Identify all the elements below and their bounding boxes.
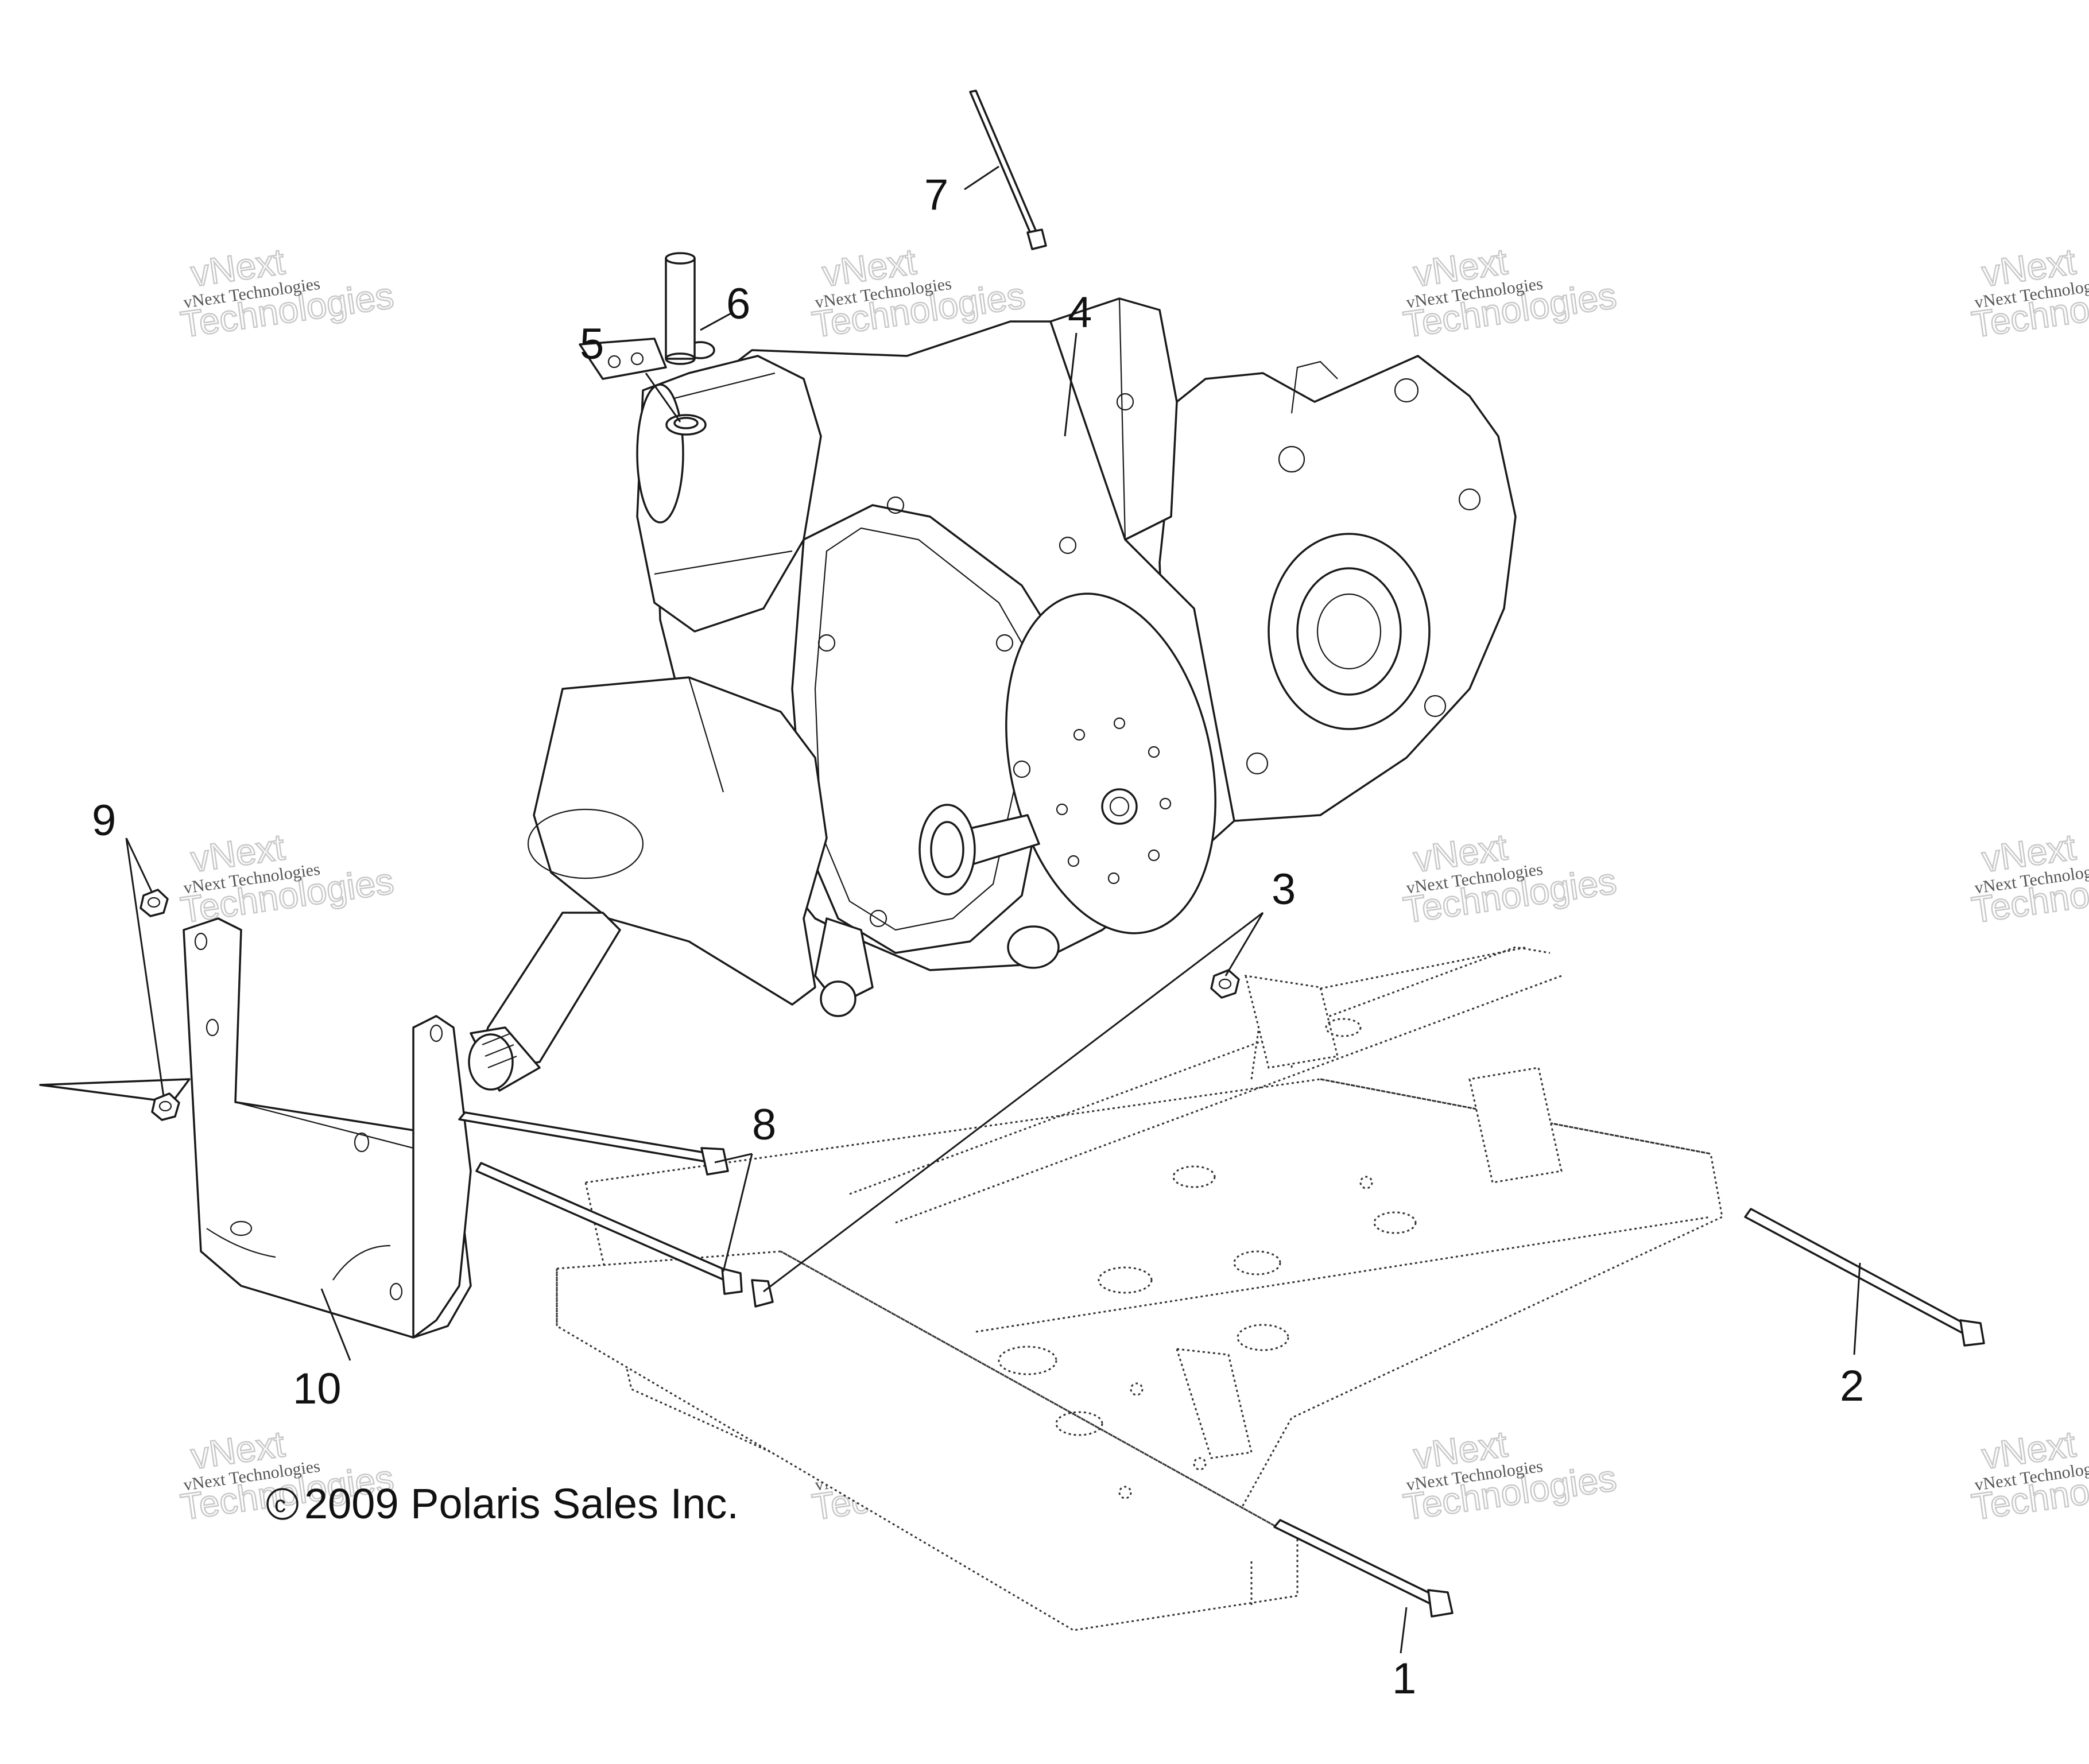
vent-tube: [665, 252, 696, 365]
copyright-icon: [266, 1488, 299, 1520]
bolt: [1744, 1208, 1985, 1347]
watermark: vNext Technologies vNext Technologies: [1400, 825, 1619, 932]
watermark: vNext Technologies vNext Technologies: [1400, 240, 1619, 346]
dipstick-rod: [969, 90, 1047, 250]
watermark: vNext Technologies vNext Technologies: [1968, 825, 2089, 932]
bolt: [458, 1111, 729, 1176]
callout-7: 7: [924, 170, 948, 219]
bolt: [475, 1162, 774, 1308]
nut: [1210, 969, 1240, 999]
callout-4: 4: [1068, 288, 1092, 337]
nut: [139, 889, 169, 917]
o-ring: [665, 414, 707, 436]
callout-6: 6: [726, 280, 750, 328]
callout-5: 5: [580, 320, 604, 369]
watermark: vNext Technologies vNext Technologies: [177, 825, 397, 932]
callout-1: 1: [1392, 1654, 1416, 1703]
leader-lines: [125, 165, 1861, 1654]
watermark: vNext Technologies vNext Technologies: [177, 240, 397, 346]
mount-bracket: [39, 917, 472, 1339]
callout-8: 8: [752, 1100, 776, 1149]
copyright-text: 2009 Polaris Sales Inc.: [304, 1480, 739, 1527]
watermark: vNext Technologies vNext Technologies: [1968, 240, 2089, 346]
transmission-assembly: [468, 297, 1517, 1092]
callout-3: 3: [1272, 865, 1296, 914]
callout-labels: 1 2 3 4 5 6 7 8 9 10: [92, 170, 1864, 1703]
watermark: vNext Technologies vNext Technologies: [1400, 1422, 1619, 1529]
copyright-symbol: c: [274, 1492, 286, 1517]
callout-2: 2: [1840, 1362, 1864, 1410]
frame-phantom: [556, 946, 1723, 1631]
bolt: [1273, 1519, 1454, 1618]
callout-9: 9: [92, 796, 116, 845]
callout-10: 10: [293, 1364, 342, 1413]
copyright-line: c 2009 Polaris Sales Inc.: [266, 1480, 739, 1527]
nut: [151, 1092, 180, 1121]
watermark: vNext Technologies vNext Technologies: [1968, 1422, 2089, 1529]
